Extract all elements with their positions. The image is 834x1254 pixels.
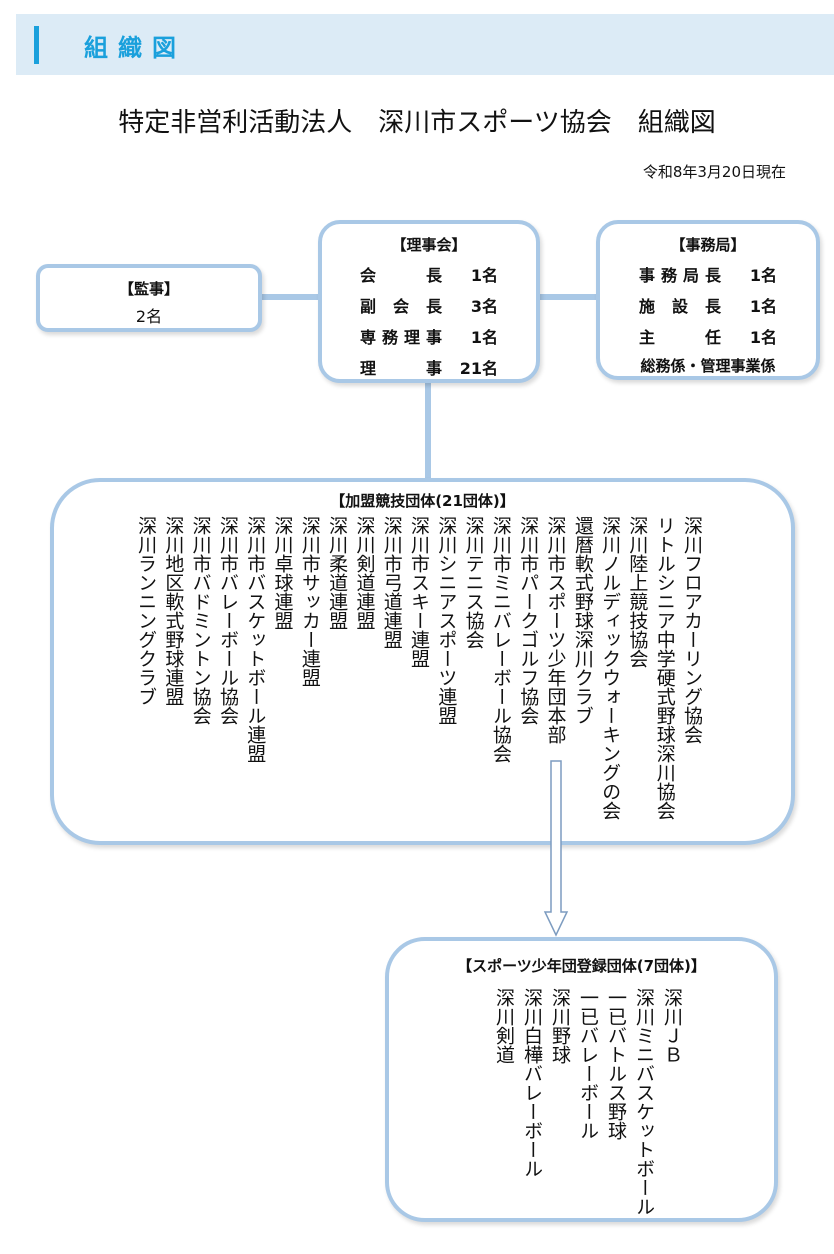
secretariat-note: 総務係・管理事業係 <box>640 357 776 375</box>
group-item: 深川卓球連盟 <box>271 516 294 630</box>
group-item: 深川市スキー連盟 <box>408 516 431 668</box>
group-item: 深川白樺バレーボール <box>521 988 543 1178</box>
group-item: 深川剣道 <box>493 988 515 1064</box>
group-item: 深川市バドミントン協会 <box>189 516 212 725</box>
member-groups-heading: 【加盟競技団体(21団体)】 <box>330 492 515 510</box>
group-item: 深川地区軟式野球連盟 <box>162 516 185 706</box>
member-groups-list: 深川フロアカーリング協会リトルシニア中学硬式野球深川協会深川陸上競技協会深川ノル… <box>132 516 705 820</box>
as-of-date: 令和8年3月20日現在 <box>642 163 786 181</box>
group-item: 深川ＪＢ <box>661 988 683 1064</box>
auditor-heading: 【監事】 <box>118 280 179 298</box>
group-item: 深川シニアスポーツ連盟 <box>435 516 458 725</box>
youth-groups-box: 【スポーツ少年団登録団体(7団体)】 <box>385 937 778 1222</box>
group-item: 深川ランニングクラブ <box>135 516 158 706</box>
group-item: 深川市バレーボール協会 <box>216 516 239 725</box>
group-item: 深川市ミニバレーボール協会 <box>489 516 512 763</box>
down-arrow-icon <box>543 760 569 937</box>
group-item: 深川市サッカー連盟 <box>298 516 321 687</box>
connector-auditor-board <box>260 294 320 300</box>
group-item: 深川野球 <box>549 988 571 1064</box>
group-item: 深川市弓道連盟 <box>380 516 403 649</box>
group-item: 深川陸上競技協会 <box>626 516 649 668</box>
auditor-box: 【監事】 2名 <box>36 264 262 332</box>
group-item: 深川ミニバスケットボール <box>633 988 655 1216</box>
group-item: 深川剣道連盟 <box>353 516 376 630</box>
group-item: リトルシニア中学硬式野球深川協会 <box>653 516 676 820</box>
group-item: 一已バトルス野球 <box>605 988 627 1140</box>
youth-groups-heading: 【スポーツ少年団登録団体(7団体)】 <box>457 957 706 975</box>
page-title: 特定非営利活動法人 深川市スポーツ協会 組織図 <box>118 108 716 138</box>
group-item: 深川市スポーツ少年団本部 <box>544 516 567 744</box>
group-item: 一已バレーボール <box>577 988 599 1140</box>
group-item: 深川柔道連盟 <box>326 516 349 630</box>
group-item: 深川市バスケットボール連盟 <box>244 516 267 763</box>
auditor-count: 2名 <box>135 307 163 326</box>
accent-bar <box>34 26 39 64</box>
member-groups-box: 【加盟競技団体(21団体)】 <box>50 478 795 845</box>
group-item: 還暦軟式野球深川クラブ <box>571 516 594 725</box>
group-item: 深川フロアカーリング協会 <box>681 516 703 744</box>
section-header: 組織図 <box>16 14 834 75</box>
group-item: 深川市パークゴルフ協会 <box>517 516 540 725</box>
secretariat-heading: 【事務局】 <box>670 236 746 254</box>
group-item: 深川テニス協会 <box>462 516 485 649</box>
connector-board-secretariat <box>538 294 598 300</box>
connector-board-members <box>425 380 431 480</box>
board-heading: 【理事会】 <box>391 236 467 254</box>
group-item: 深川ノルディックウォーキングの会 <box>599 516 622 820</box>
youth-groups-list: 深川ＪＢ 深川ミニバスケットボール一已バトルス野球一已バレーボール深川野球深川白樺… <box>490 988 686 1216</box>
section-title: 組織図 <box>84 34 186 62</box>
